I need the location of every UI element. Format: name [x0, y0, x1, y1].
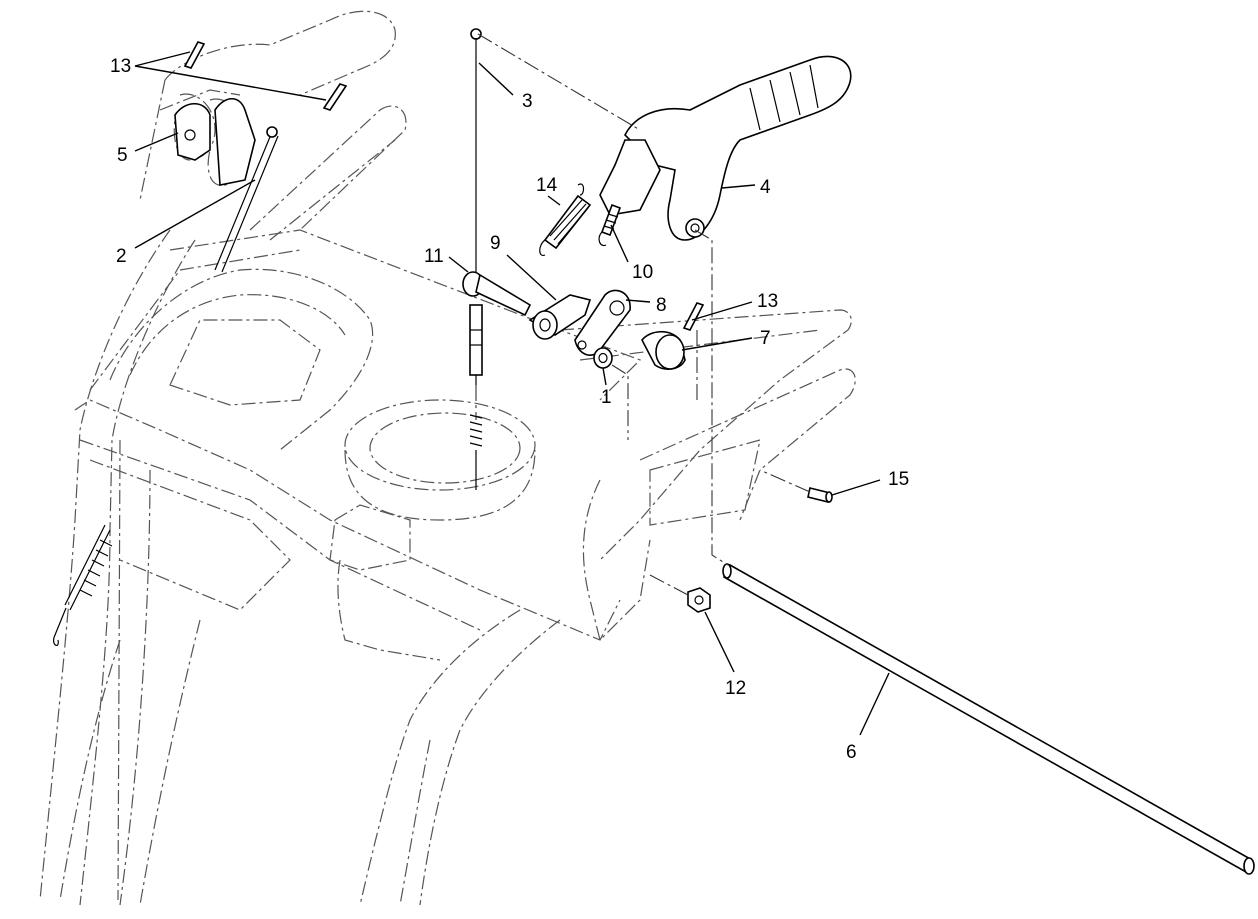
left-spring [53, 524, 113, 647]
part-1-washer [593, 347, 629, 440]
label-10: 10 [632, 262, 653, 283]
part-6-rod [722, 563, 1255, 875]
part-14-spring [539, 183, 592, 257]
label-3: 3 [522, 91, 533, 112]
part-11-pin [462, 271, 532, 317]
part-13-pin-right [682, 302, 705, 331]
label-9: 9 [490, 233, 501, 254]
label-14: 14 [536, 175, 558, 196]
part-10-spring [598, 203, 622, 247]
label-2: 2 [116, 246, 127, 267]
part-5-handle [174, 97, 256, 186]
label-4: 4 [760, 177, 771, 198]
part-3-cable [469, 28, 483, 490]
leader-lines [134, 51, 890, 736]
part-13-pins-left [183, 41, 348, 111]
label-13b: 13 [757, 291, 778, 312]
label-1: 1 [601, 387, 612, 408]
part-15-pin [759, 469, 833, 503]
label-13a: 13 [110, 56, 131, 77]
part-4-handle [599, 55, 852, 241]
label-8: 8 [656, 295, 667, 316]
label-15: 15 [888, 469, 909, 490]
label-7: 7 [760, 328, 771, 349]
ghost-machine-body [39, 10, 856, 906]
part-12-nut [649, 574, 711, 613]
part-2-cable [214, 126, 279, 273]
label-6: 6 [846, 742, 857, 763]
callout-labels: 13 5 2 3 14 4 9 11 10 8 13 7 1 15 12 6 [110, 56, 909, 763]
label-11: 11 [424, 246, 444, 267]
label-12: 12 [725, 678, 746, 699]
label-5: 5 [117, 145, 128, 166]
part-8-plate [574, 289, 631, 356]
alignment-lines [477, 33, 729, 566]
part-7-bushing [641, 330, 686, 370]
part-9-lever [528, 294, 592, 340]
